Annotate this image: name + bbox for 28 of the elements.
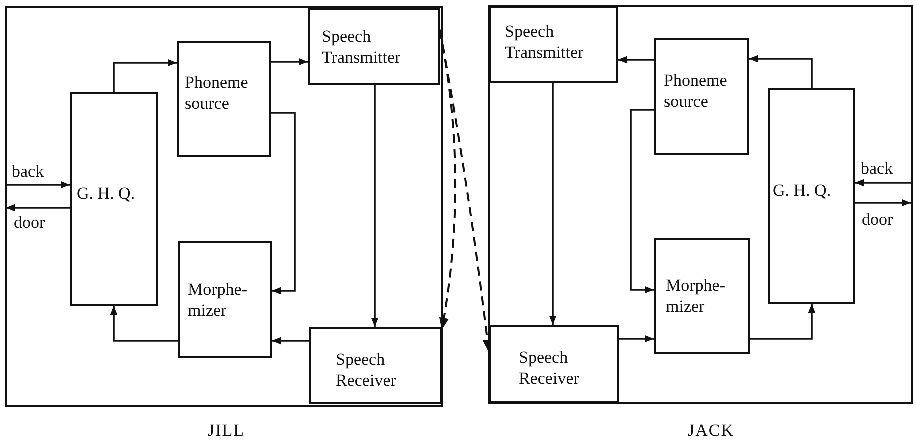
arrow (855, 199, 911, 207)
arrow (371, 85, 379, 327)
arrow (855, 179, 911, 187)
arrow (6, 204, 70, 212)
process-box: Phoneme source (177, 41, 271, 157)
panel-title: JILL (208, 421, 246, 441)
process-box: Morphe- mizer (178, 241, 272, 358)
process-box: Speech Transmitter (308, 8, 440, 85)
arrow (271, 58, 308, 66)
arrow (272, 337, 309, 345)
process-box: Morphe- mizer (654, 238, 750, 354)
arrow (749, 55, 813, 88)
arrow (618, 56, 654, 64)
process-box: Speech Transmitter (489, 6, 618, 83)
arrow (619, 335, 654, 343)
process-box: Phoneme source (654, 38, 749, 155)
arrow (110, 306, 178, 342)
process-box: Speech Receiver (309, 327, 442, 404)
process-box: G. H. Q. (70, 92, 158, 306)
arrow (750, 304, 816, 340)
arrow (630, 109, 654, 294)
process-box: G. H. Q. (768, 88, 855, 304)
arrow (113, 59, 177, 92)
process-box: Speech Receiver (489, 325, 619, 403)
arrow (6, 181, 70, 189)
arrow (549, 83, 557, 325)
arrow (271, 112, 296, 295)
panel-title: JACK (688, 421, 735, 441)
